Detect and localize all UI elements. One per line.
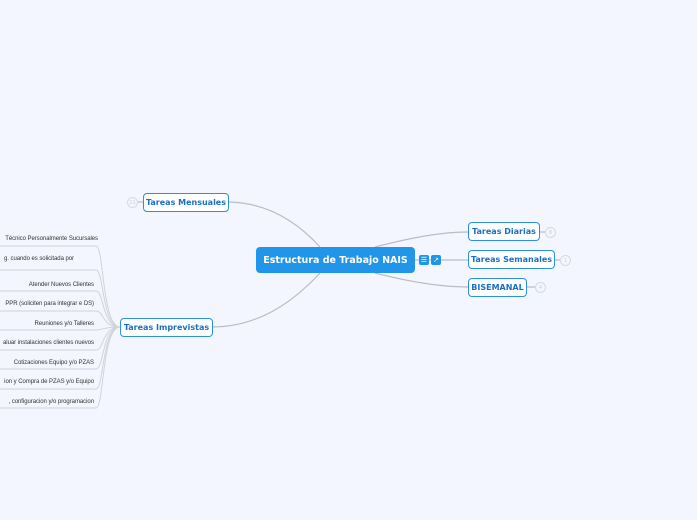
notes-icon[interactable]: ☰ [419,255,429,265]
collapse-count-badge[interactable]: 8 [545,227,556,238]
subtopic-connector [0,290,121,328]
subtopic-connector [0,326,121,331]
subtopic[interactable]: g. cuando es solicitada por [3,256,74,262]
link-icon[interactable]: ↗ [431,255,441,265]
root-topic[interactable]: Estructura de Trabajo NAIS [256,247,415,273]
subtopic[interactable]: PPR (soliciten para integrar e DS) [5,301,94,307]
subtopic[interactable]: ion y Compra de PZAS y/o Equipo [4,379,94,385]
subtopic[interactable]: Cotizaciones Equipo y/o PZAS [13,360,94,366]
subtopic-connector [0,269,121,328]
collapse-count-badge[interactable]: 4 [535,282,546,293]
topic-tareas-semanales[interactable]: Tareas Semanales [468,250,555,269]
subtopic[interactable]: Reuniones y/o Talleres [34,321,95,327]
subtopic-connector [0,245,121,328]
topic-tareas-imprevistas[interactable]: Tareas Imprevistas [120,318,213,337]
subtopic[interactable]: aluar instalaciones clientes nuevos [3,340,94,346]
subtopic-connector [0,326,121,370]
subtopic[interactable]: Técnico Personalmente Sucursales [5,236,98,242]
subtopic[interactable]: , configuracion y/o programacion [8,399,95,405]
collapse-count-badge[interactable]: 11 [127,197,138,208]
subtopic-connector [0,326,121,409]
collapse-count-badge[interactable]: 1 [560,255,571,266]
topic-tareas-mensuales[interactable]: Tareas Mensuales [143,193,229,212]
topic-bisemanal[interactable]: BISEMANAL [468,278,527,297]
subtopic[interactable]: Atender Nuevos Clientes [28,282,94,288]
subtopic-connector [0,310,121,328]
topic-tareas-diarias[interactable]: Tareas Diarias [468,222,540,241]
